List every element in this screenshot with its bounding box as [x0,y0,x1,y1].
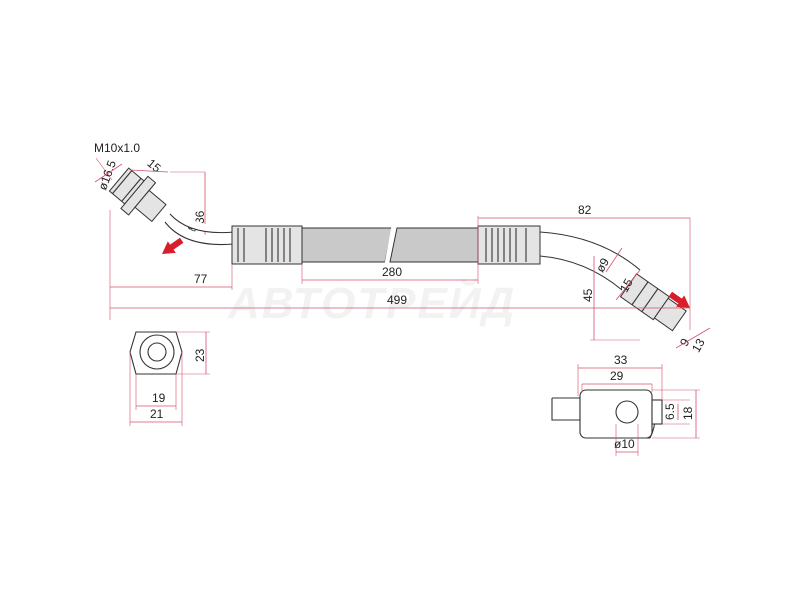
dim-d29: 29 [610,369,624,383]
dim-d499: 499 [387,293,407,307]
right-arrow-icon [668,291,690,308]
left-end-view [129,331,183,375]
hose-body [301,225,481,265]
right-bent-tube [539,231,641,271]
left-crimp-collar [231,225,303,265]
bracket-view [551,389,663,439]
dim-d82: 82 [578,203,592,217]
watermark: АВТОТРЕЙД [227,277,516,328]
dim-d280: 280 [382,265,402,279]
dim-d19: 19 [152,391,166,405]
dim-d15a: 15 [144,156,163,176]
dim-d36: 36 [193,210,207,224]
left-bent-tube [164,221,235,246]
left-arrow-icon [162,237,184,254]
dim-d10: ø10 [614,437,635,451]
dim-d13: 13 [689,336,708,355]
dim-d45: 45 [581,288,595,302]
dim-d18: 18 [681,406,695,420]
left-body [134,189,167,223]
left-fitting [108,167,167,223]
right-crimp-collar [477,225,541,265]
dim-d77: 77 [194,272,208,286]
dim-d21: 21 [150,407,164,421]
thread-label: M10x1.0 [94,141,140,155]
dim-d65: 6.5 [663,403,677,420]
dim-d33: 33 [614,353,628,367]
dim-d23: 23 [193,348,207,362]
